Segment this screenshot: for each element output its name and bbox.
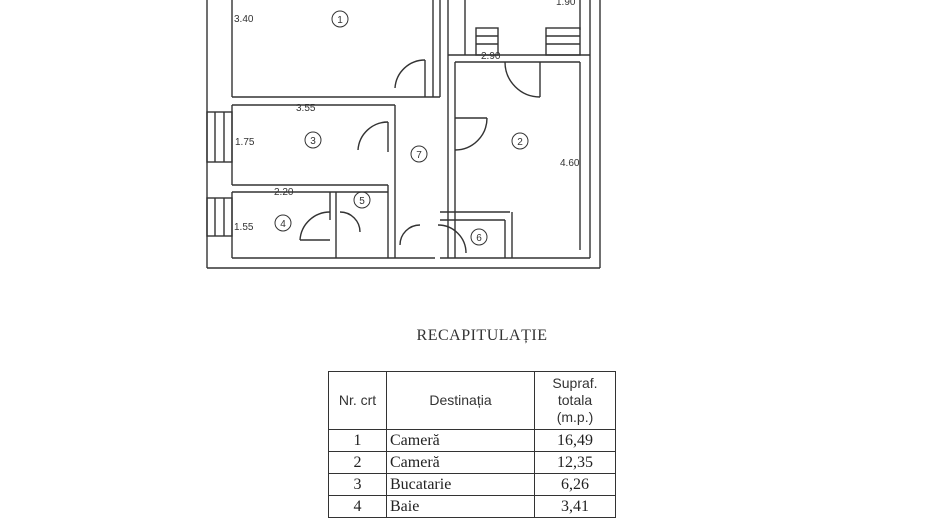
- table-row: 2 Cameră 12,35: [328, 451, 616, 474]
- table-row: 1 Cameră 16,49: [328, 429, 616, 452]
- row-surface: 16,49: [534, 429, 616, 452]
- recap-header-row: Nr. crt Destinația Supraf. totala (m.p.): [328, 371, 616, 430]
- row-surface: 6,26: [534, 473, 616, 496]
- dim-room2-height: 4.60: [560, 158, 580, 169]
- row-destination: Cameră: [386, 451, 535, 474]
- header-surface-line3: (m.p.): [556, 409, 594, 425]
- room-number-2: 2: [517, 137, 523, 148]
- room-number-7: 7: [416, 150, 422, 161]
- recap-table: Nr. crt Destinația Supraf. totala (m.p.)…: [328, 371, 616, 518]
- room-number-4: 4: [280, 219, 286, 230]
- header-destination: Destinația: [386, 371, 535, 430]
- row-surface: 3,41: [534, 495, 616, 518]
- row-destination: Bucatarie: [386, 473, 535, 496]
- header-nr: Nr. crt: [328, 371, 387, 430]
- row-nr: 1: [328, 429, 387, 452]
- room-numbers: 1 2 3 4 5 6 7: [280, 15, 523, 244]
- room-number-1: 1: [337, 15, 343, 26]
- dim-room2-width: 2.90: [481, 51, 501, 62]
- row-nr: 4: [328, 495, 387, 518]
- room-markers: [274, 10, 529, 246]
- dimension-labels: 3.40 1.90 2.90 3.55 1.75 4.60 2.20 1.55: [234, 0, 580, 233]
- row-surface: 12,35: [534, 451, 616, 474]
- dim-room4-width: 2.20: [274, 187, 294, 198]
- dim-room1-height: 3.40: [234, 14, 254, 25]
- header-surface: Supraf. totala (m.p.): [534, 371, 616, 430]
- recap-title: RECAPITULAȚIE: [416, 327, 548, 344]
- dim-room3-height: 1.75: [235, 137, 255, 148]
- dim-top-room: 1.90: [556, 0, 576, 8]
- row-destination: Cameră: [386, 429, 535, 452]
- header-surface-line1: Supraf.: [552, 375, 598, 391]
- dim-room3-width: 3.55: [296, 103, 316, 114]
- header-surface-line2: totala: [557, 392, 593, 408]
- table-row: 4 Baie 3,41: [328, 495, 616, 518]
- row-nr: 2: [328, 451, 387, 474]
- table-row: 3 Bucatarie 6,26: [328, 473, 616, 496]
- room-number-3: 3: [310, 136, 316, 147]
- row-destination: Baie: [386, 495, 535, 518]
- room-number-5: 5: [359, 196, 365, 207]
- plan-walls: [206, 0, 601, 269]
- floor-plan: 3.40 1.90 2.90 3.55 1.75 4.60 2.20 1.55 …: [206, 0, 601, 269]
- room-number-6: 6: [476, 233, 482, 244]
- dim-room4-height: 1.55: [234, 222, 254, 233]
- row-nr: 3: [328, 473, 387, 496]
